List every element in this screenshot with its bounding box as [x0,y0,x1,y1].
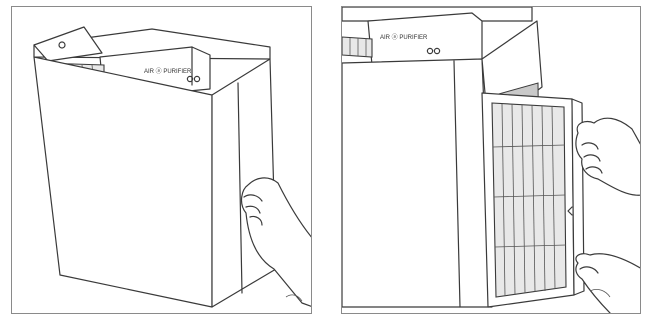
illustration-panel-left: AIR ⓐ PURIFIER [11,6,312,314]
device-logo-right: AIR ⓐ PURIFIER [380,33,428,41]
hand-bottom-right [576,254,641,314]
device-logo-left: AIR ⓐ PURIFIER [144,67,192,75]
hand-left [242,178,312,307]
purifier-drawing-left: AIR ⓐ PURIFIER [12,7,312,314]
purifier-drawing-right: AIR ⓐ PURIFIER [342,7,641,314]
purifier-front-right [342,59,492,307]
filter-cartridge [482,93,584,307]
hand-top-right [576,118,641,195]
top-grille-right [342,37,372,57]
purifier-front-left [34,57,212,307]
illustration-panel-right: AIR ⓐ PURIFIER [341,6,641,314]
